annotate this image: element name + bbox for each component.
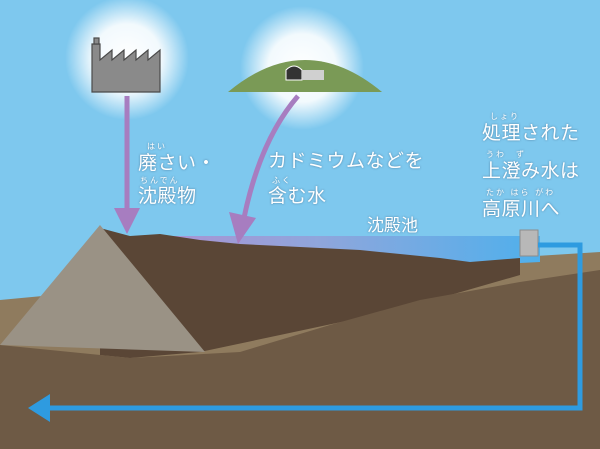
- sediment: [100, 228, 520, 358]
- factory-icon: [91, 37, 161, 93]
- waste-ruby-2: ちんでん: [140, 176, 180, 185]
- pond-label: 沈殿池: [367, 216, 418, 236]
- cadmium-line-2: 含む水: [268, 185, 327, 207]
- near-ground: [0, 270, 600, 449]
- return-flow-arrowhead: [28, 394, 50, 422]
- dam: [0, 225, 205, 352]
- outlet-box: [519, 229, 539, 257]
- treated-ruby-1: しょり: [490, 112, 520, 121]
- mine-mountain-icon: [228, 60, 382, 92]
- water-arrow: [241, 94, 300, 219]
- cadmium-line-1: カドミウムなどを: [268, 150, 425, 172]
- return-flow-arrow: [44, 242, 583, 411]
- treated-line-2: 上澄み水は: [482, 160, 580, 182]
- treated-line-3: 高原川へ: [482, 198, 561, 220]
- treated-ruby-2: うわ ず: [486, 150, 526, 159]
- waste-line-1: 廃さい・: [138, 152, 217, 174]
- treated-ruby-3: たか はら がわ: [486, 188, 556, 197]
- cadmium-ruby-2: ふく: [272, 176, 292, 185]
- waste-ruby-1: はい: [147, 142, 167, 151]
- waste-arrowhead: [114, 208, 140, 234]
- water-arrowhead: [229, 212, 256, 244]
- waste-line-2: 沈殿物: [138, 185, 197, 207]
- treated-line-1: 処理された: [482, 122, 580, 144]
